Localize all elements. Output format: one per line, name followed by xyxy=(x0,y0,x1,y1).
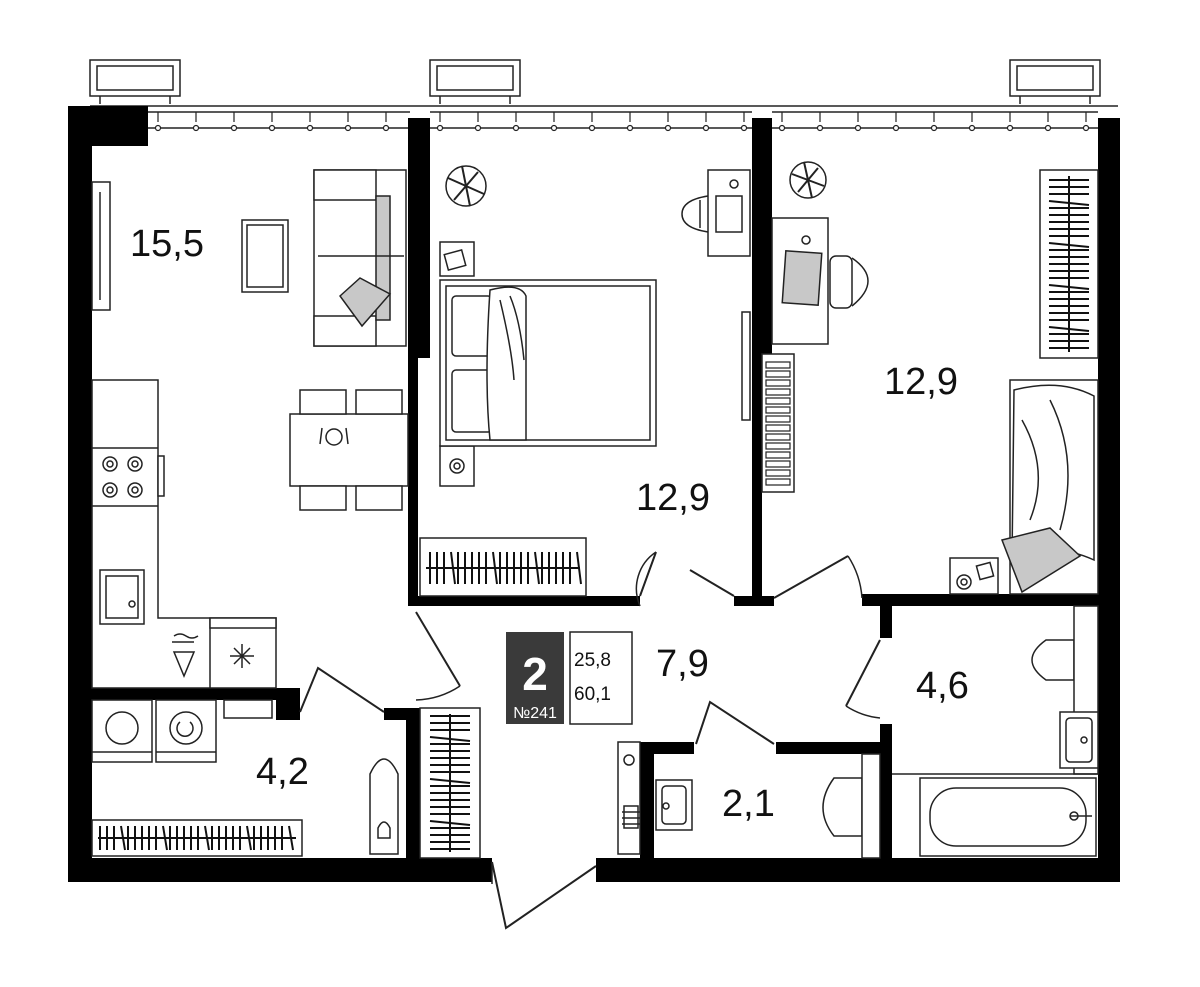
hallway-furniture xyxy=(419,631,633,859)
living-furniture xyxy=(91,169,409,689)
toilet-furniture xyxy=(617,741,881,859)
bathroom-furniture xyxy=(892,605,1099,857)
room-labels: 15,5 12,9 12,9 7,9 4,6 4,2 2,1 2 №241 25… xyxy=(130,223,969,825)
bedroom2-furniture xyxy=(761,161,1099,595)
bedroom1-furniture xyxy=(419,165,751,597)
laundry-furniture xyxy=(91,699,399,857)
walls xyxy=(68,106,1120,882)
ac-units xyxy=(89,59,1101,104)
room-area-bedroom-1: 12,9 xyxy=(636,477,710,519)
room-area-laundry: 4,2 xyxy=(256,751,309,793)
room-area-living: 15,5 xyxy=(130,223,204,265)
room-area-bedroom-2: 12,9 xyxy=(884,361,958,403)
room-area-hallway: 7,9 xyxy=(656,643,709,685)
window-rail xyxy=(90,105,1118,132)
room-area-toilet: 2,1 xyxy=(722,783,775,825)
living-area: 25,8 xyxy=(574,650,611,671)
room-count-badge xyxy=(506,632,564,724)
room-count: 2 xyxy=(522,648,548,700)
apartment-number: №241 xyxy=(513,705,557,722)
total-area: 60,1 xyxy=(574,684,611,705)
room-area-bathroom: 4,6 xyxy=(916,665,969,707)
doors xyxy=(299,551,881,930)
area-box xyxy=(569,631,633,725)
